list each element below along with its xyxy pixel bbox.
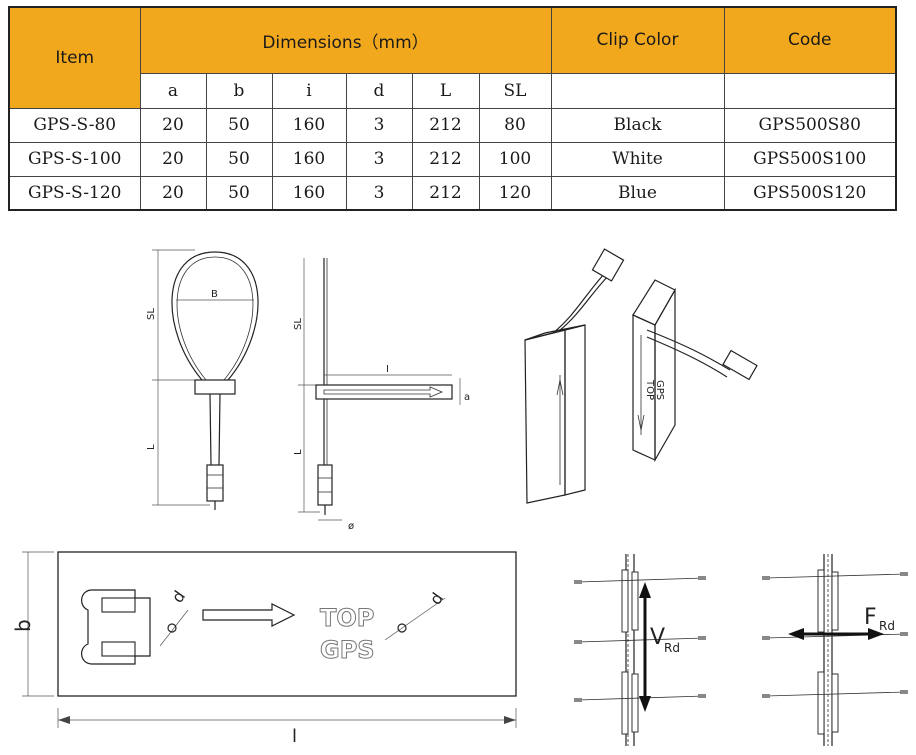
block-ferrule-right bbox=[722, 349, 758, 381]
plate-text-gps: GPS bbox=[320, 636, 375, 664]
dim-cell-L: 212 bbox=[411, 175, 480, 211]
block-ferrule-top bbox=[591, 248, 625, 282]
dim-header-b: b bbox=[205, 72, 273, 109]
dim-cell-SL: 120 bbox=[478, 175, 552, 211]
dim-cell-L: 212 bbox=[411, 107, 480, 143]
dim-cell-i: 160 bbox=[271, 141, 347, 177]
side-ferrule bbox=[317, 464, 333, 506]
shear-load-diagram: V Rd bbox=[574, 554, 706, 746]
item-cell: GPS-S-80 bbox=[8, 107, 141, 143]
table-row: GPS-S-120 20 50 160 3 212 120 Blue GPS50… bbox=[8, 175, 897, 211]
side-label-L: L bbox=[293, 449, 304, 455]
dim-cell-b: 50 bbox=[205, 107, 273, 143]
dim-header-i: i bbox=[271, 72, 347, 109]
shear-label-v: V bbox=[650, 625, 665, 650]
clip-color-cell: Blue bbox=[550, 175, 725, 211]
block-text-top: TOP bbox=[644, 379, 655, 400]
clip-color-subheader-empty bbox=[550, 72, 725, 109]
label-B: B bbox=[211, 289, 218, 300]
shear-label-v-sub: Rd bbox=[664, 641, 680, 655]
loop-side-view: SL L I a ø bbox=[293, 258, 470, 532]
dim-cell-i: 160 bbox=[271, 175, 347, 211]
side-plate bbox=[315, 384, 453, 400]
clip-plate-outline bbox=[57, 551, 517, 697]
dim-header-a: a bbox=[139, 72, 207, 109]
clip-color-cell: Black bbox=[550, 107, 725, 143]
code-cell: GPS500S100 bbox=[723, 141, 897, 177]
dim-cell-a: 20 bbox=[139, 175, 207, 211]
dim-cell-L: 212 bbox=[411, 141, 480, 177]
table-row: GPS-S-100 20 50 160 3 212 100 White GPS5… bbox=[8, 141, 897, 177]
clip-color-cell: White bbox=[550, 141, 725, 177]
dim-cell-i: 160 bbox=[271, 107, 347, 143]
cable-ferrule bbox=[206, 464, 224, 502]
item-cell: GPS-S-100 bbox=[8, 141, 141, 177]
dim-cell-d: 3 bbox=[345, 141, 413, 177]
dimensions-header: Dimensions（mm） bbox=[139, 6, 552, 74]
plate-label-b: b bbox=[11, 619, 35, 632]
code-cell: GPS500S120 bbox=[723, 175, 897, 211]
dim-cell-d: 3 bbox=[345, 175, 413, 211]
tension-label-f: F bbox=[864, 605, 877, 630]
tension-load-diagram: F Rd bbox=[762, 554, 908, 746]
dim-cell-a: 20 bbox=[139, 107, 207, 143]
side-label-SL: SL bbox=[293, 318, 304, 330]
dim-cell-d: 3 bbox=[345, 107, 413, 143]
item-header: Item bbox=[8, 6, 141, 109]
clip-color-header: Clip Color bbox=[550, 6, 725, 74]
dim-cell-a: 20 bbox=[139, 141, 207, 177]
code-cell: GPS500S80 bbox=[723, 107, 897, 143]
dim-header-SL: SL bbox=[478, 72, 552, 109]
dim-header-L: L bbox=[411, 72, 480, 109]
table-row: GPS-S-80 20 50 160 3 212 80 Black GPS500… bbox=[8, 107, 897, 143]
cable-sleeve bbox=[194, 379, 236, 395]
loop-front-view: B SL L bbox=[146, 249, 259, 510]
side-label-phi: ø bbox=[348, 521, 354, 532]
code-subheader-empty bbox=[723, 72, 897, 109]
code-header: Code bbox=[723, 6, 897, 74]
dim-header-d: d bbox=[345, 72, 413, 109]
label-SL: SL bbox=[146, 308, 157, 320]
dim-cell-SL: 100 bbox=[478, 141, 552, 177]
dim-cell-SL: 80 bbox=[478, 107, 552, 143]
label-L: L bbox=[146, 444, 157, 450]
dim-cell-b: 50 bbox=[205, 175, 273, 211]
side-label-i: I bbox=[386, 364, 389, 375]
item-cell: GPS-S-120 bbox=[8, 175, 141, 211]
clip-plate-drawing: b d TOP GPS d l bbox=[11, 551, 517, 747]
spec-table: Item Dimensions（mm） Clip Color Code a b … bbox=[8, 6, 897, 211]
side-label-a: a bbox=[464, 392, 470, 403]
block-isometric-view: TOP GPS bbox=[524, 248, 758, 504]
plate-text-top: TOP bbox=[320, 604, 374, 632]
block-text-gps: GPS bbox=[654, 380, 665, 400]
dim-cell-b: 50 bbox=[205, 141, 273, 177]
tension-label-f-sub: Rd bbox=[879, 619, 895, 633]
plate-label-l: l bbox=[292, 726, 297, 747]
